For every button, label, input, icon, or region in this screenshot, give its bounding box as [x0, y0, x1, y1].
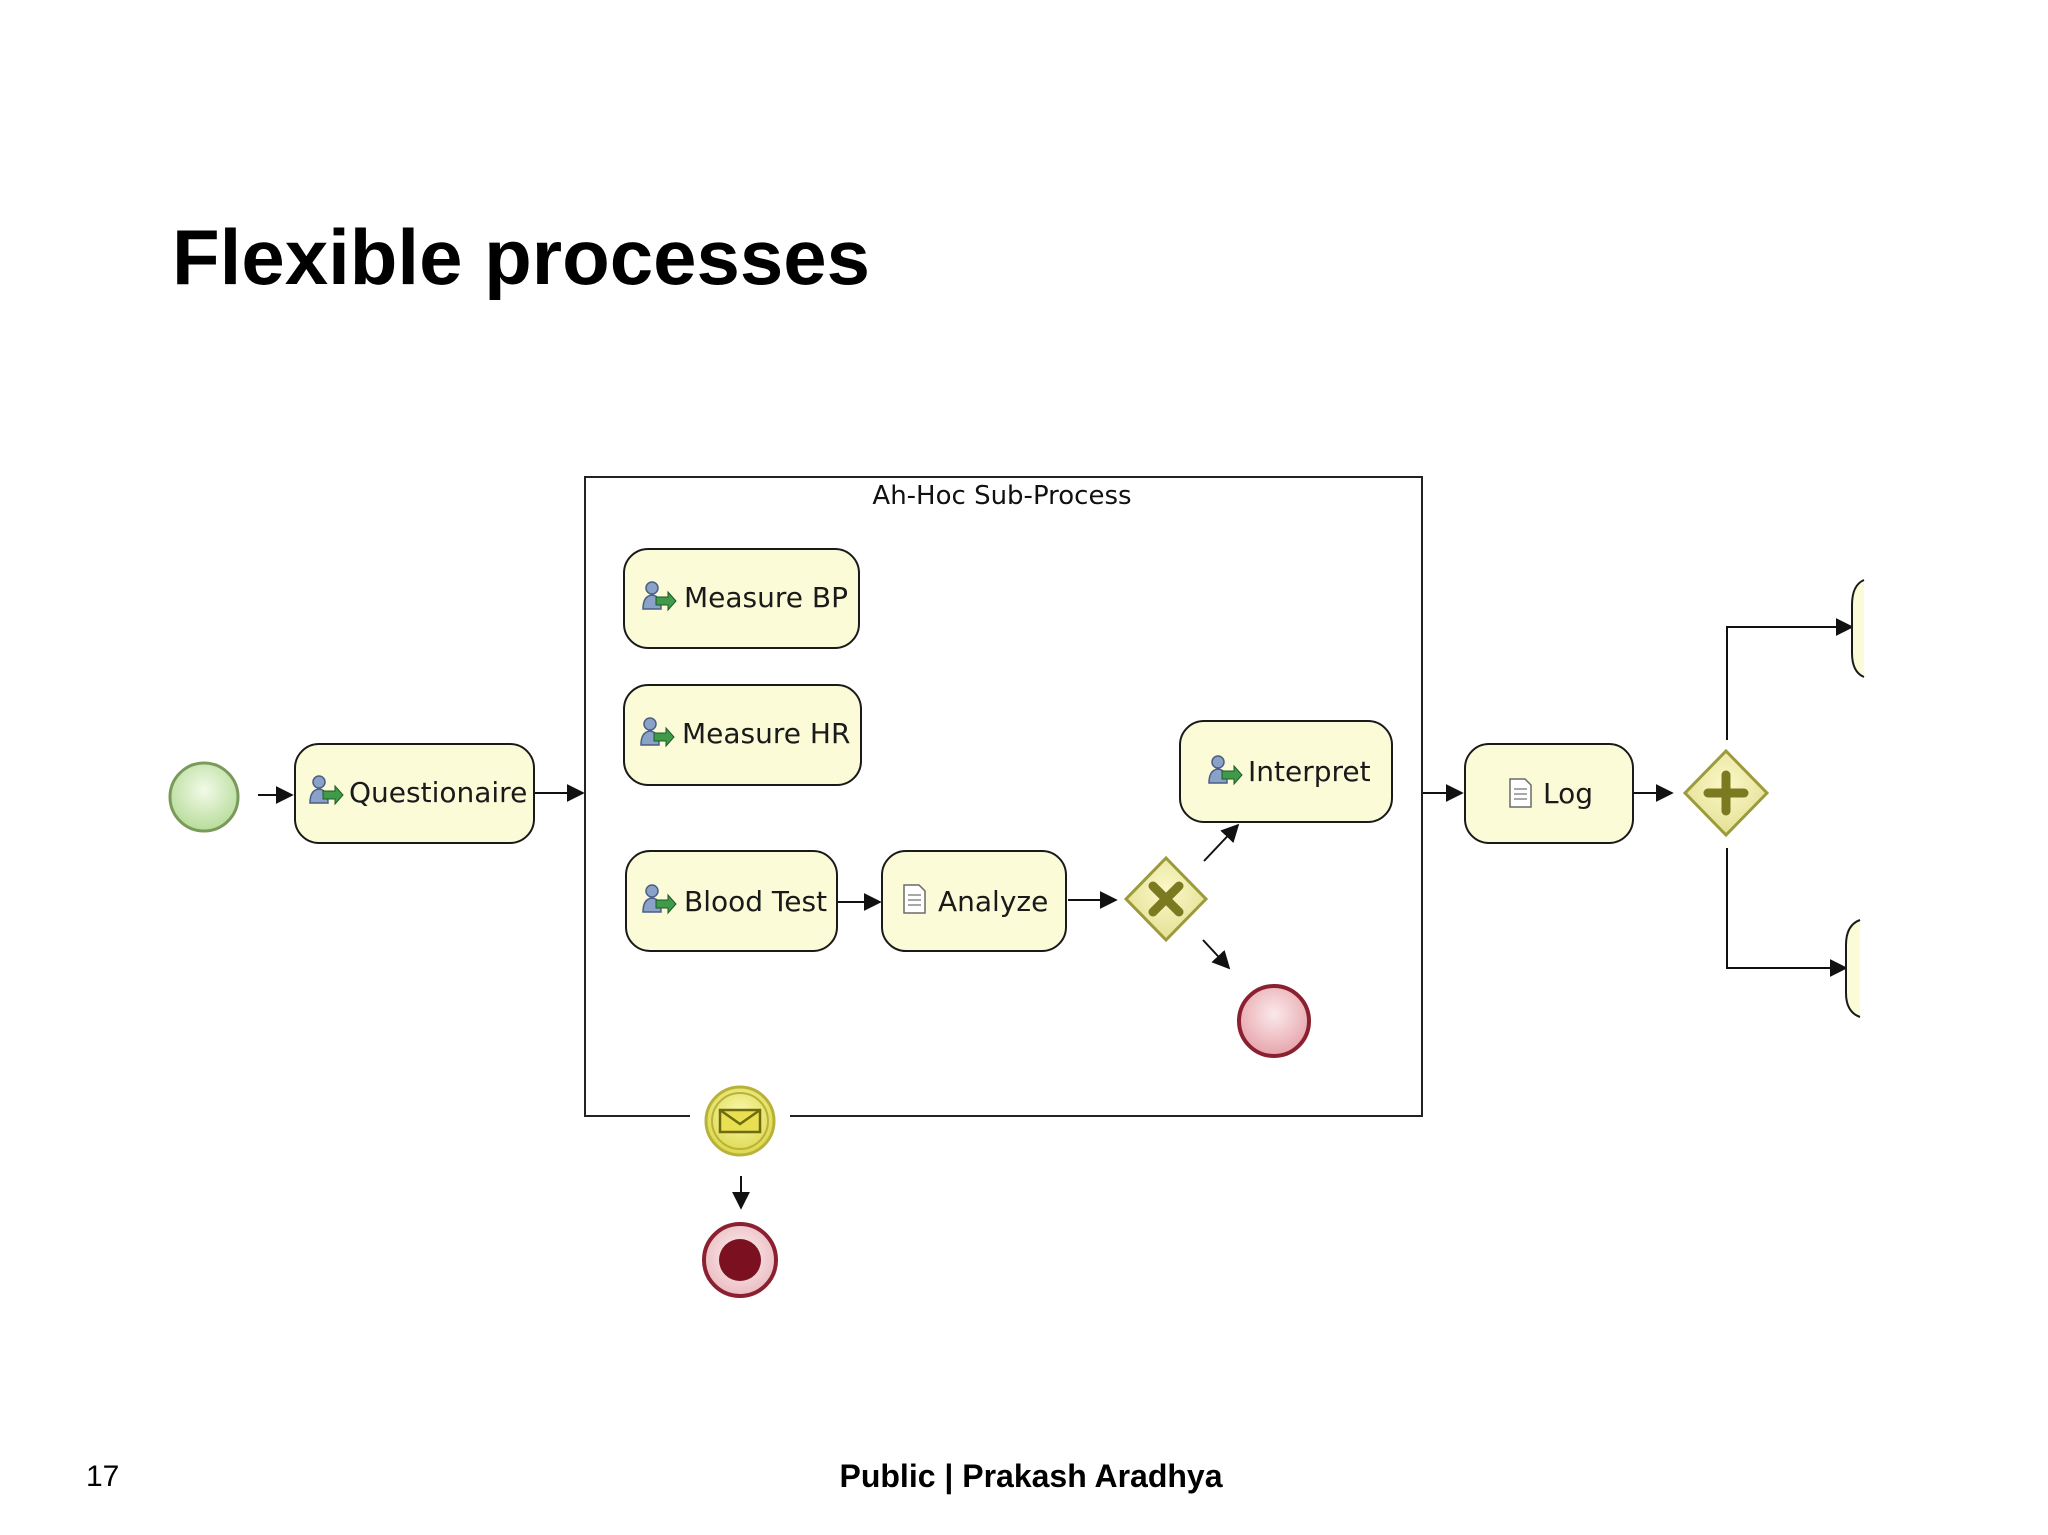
- script-task-icon: [1509, 778, 1532, 808]
- end-event[interactable]: [1237, 984, 1311, 1058]
- terminate-end-event[interactable]: [702, 1222, 778, 1298]
- user-task-icon: [640, 717, 675, 748]
- slide-title: Flexible processes: [172, 213, 871, 301]
- message-boundary-event[interactable]: [690, 1085, 790, 1157]
- task-log[interactable]: Log: [1464, 743, 1634, 844]
- start-event[interactable]: [168, 761, 240, 833]
- questionaire-label: Questionaire: [349, 776, 527, 809]
- footer-label: Public | Prakash Aradhya: [839, 1458, 1223, 1494]
- task-questionaire[interactable]: Questionaire: [294, 743, 535, 844]
- log-label: Log: [1543, 777, 1593, 810]
- parallel-gateway[interactable]: [1682, 748, 1770, 838]
- task-analyze[interactable]: Analyze: [881, 850, 1067, 952]
- exclusive-gateway-icon: [1148, 881, 1184, 917]
- script-task-icon: [903, 884, 926, 914]
- analyze-label: Analyze: [938, 885, 1048, 918]
- page-number: 17: [86, 1460, 120, 1493]
- task-measure-hr[interactable]: Measure HR: [623, 684, 862, 786]
- task-blood-test[interactable]: Blood Test: [625, 850, 838, 952]
- blood-test-label: Blood Test: [684, 885, 827, 918]
- task-measure-bp[interactable]: Measure BP: [623, 548, 860, 649]
- parallel-gateway-icon: [1703, 770, 1749, 816]
- envelope-icon: [718, 1108, 762, 1134]
- exclusive-gateway[interactable]: [1123, 855, 1209, 943]
- flow-gateway-lower: [1726, 848, 1848, 977]
- flow-gateway-upper: [1726, 618, 1854, 740]
- flow-gateway-interpret: [1203, 823, 1240, 862]
- user-task-icon: [642, 581, 677, 612]
- user-task-icon: [1208, 755, 1243, 786]
- user-task-icon: [309, 775, 344, 806]
- interpret-label: Interpret: [1248, 755, 1371, 788]
- user-task-icon: [642, 884, 677, 915]
- measure-bp-label: Measure BP: [684, 581, 848, 614]
- adhoc-subprocess-frame: [584, 476, 1423, 1117]
- task-partial-lower[interactable]: [1845, 919, 1861, 1018]
- flow-gateway-end: [1202, 939, 1231, 970]
- measure-hr-label: Measure HR: [682, 717, 850, 750]
- adhoc-subprocess-label: Ah-Hoc Sub-Process: [872, 481, 1131, 511]
- task-partial-upper[interactable]: [1851, 579, 1865, 678]
- task-interpret[interactable]: Interpret: [1179, 720, 1393, 823]
